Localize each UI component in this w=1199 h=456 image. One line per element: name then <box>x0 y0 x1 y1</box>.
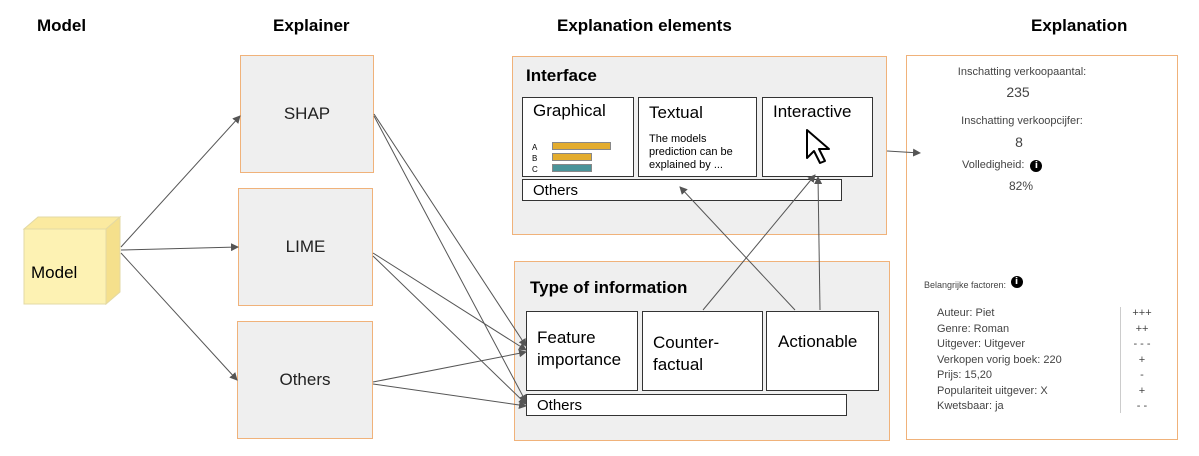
header-explanation: Explanation <box>1031 16 1128 35</box>
graphical-label: Graphical <box>533 101 606 120</box>
arrow-shap-feature <box>373 113 527 347</box>
interactive-label: Interactive <box>773 102 852 121</box>
interface-panel: Interface Graphical A B C Textual The mo… <box>512 56 887 235</box>
factor-value: +++ <box>1132 307 1152 319</box>
type-of-information-title: Type of information <box>530 278 688 297</box>
explainer-shap-label: SHAP <box>283 104 331 123</box>
factor-value: + <box>1138 384 1146 397</box>
factor-name: Verkopen vorig boek: 220 <box>937 353 1062 366</box>
factor-value: - - - <box>1133 338 1151 350</box>
factor-name: Auteur: Piet <box>937 307 995 319</box>
model-label: Model <box>31 263 78 282</box>
explainer-lime: LIME <box>238 188 373 306</box>
arrow-shap-others <box>373 115 527 403</box>
type-others-label: Others <box>537 397 583 414</box>
factor-name: Genre: Roman <box>937 322 1010 335</box>
counterfactual-label: Counter- factual <box>653 332 719 376</box>
cursor-icon <box>806 129 830 164</box>
textual-label: Textual <box>649 103 703 122</box>
textual-box: Textual The models prediction can be exp… <box>638 97 757 177</box>
factor-value: + <box>1138 353 1146 366</box>
bar-label-c: C <box>532 165 538 174</box>
type-of-information-panel: Type of information Feature importance C… <box>514 261 890 441</box>
arrow-model-shap <box>120 115 241 248</box>
arrow-model-lime <box>120 243 239 252</box>
counterfactual-box: Counter- factual <box>642 311 763 391</box>
factor-name: Prijs: 15,20 <box>937 369 993 381</box>
actionable-label: Actionable <box>778 332 858 351</box>
bar-b <box>552 153 592 161</box>
graphical-box: Graphical A B C <box>522 97 634 177</box>
interface-title: Interface <box>526 66 597 85</box>
factor-value: - - <box>1136 400 1148 412</box>
completeness-info-icon[interactable]: i <box>1030 160 1043 172</box>
type-others-box: Others <box>526 394 847 416</box>
feature-importance-label: Feature importance <box>537 327 621 371</box>
factor-name: Populariteit uitgever: X <box>937 384 1048 397</box>
score-estimate-value: 8 <box>1015 134 1023 150</box>
interactive-box: Interactive <box>762 97 873 177</box>
explainer-others: Others <box>237 321 373 439</box>
sales-estimate-value: 235 <box>1006 84 1030 100</box>
bar-chart-icon: A B C <box>532 141 622 174</box>
textual-line-1: The models <box>649 133 707 145</box>
arrow-model-others <box>120 252 238 381</box>
factor-name: Kwetsbaar: ja <box>937 400 1004 412</box>
bar-label-a: A <box>532 143 538 152</box>
factor-name: Uitgever: Uitgever <box>937 338 1026 350</box>
factors-info-icon[interactable]: i <box>1010 276 1023 288</box>
bar-a <box>552 142 611 150</box>
score-estimate-label: Inschatting verkoopcijfer: <box>961 115 1083 127</box>
arrow-others-feature <box>372 349 527 383</box>
header-explainer: Explainer <box>273 16 350 35</box>
completeness-row: Volledigheid: i <box>962 159 1043 172</box>
explainer-shap: SHAP <box>240 55 374 173</box>
factors-header: Belangrijke factoren: i <box>924 276 1023 290</box>
header-explanation-elements: Explanation elements <box>557 16 732 35</box>
arrow-lime-others <box>372 255 527 405</box>
factors-table: Auteur: Piet+++Genre: Roman++Uitgever: U… <box>924 307 1170 417</box>
completeness-value: 82% <box>1008 179 1034 193</box>
bar-c <box>552 164 592 172</box>
textual-example: The models prediction can be explained b… <box>649 133 733 172</box>
bar-label-b: B <box>532 154 538 163</box>
textual-line-2: prediction can be <box>649 146 733 158</box>
factor-value: ++ <box>1135 322 1149 335</box>
sales-estimate-label: Inschatting verkoopaantal: <box>957 66 1087 78</box>
actionable-box: Actionable <box>766 311 879 391</box>
feature-importance-box: Feature importance <box>526 311 638 391</box>
model-cube <box>22 215 122 306</box>
counterfactual-line-2: factual <box>653 355 704 374</box>
interface-others-label: Others <box>533 182 579 199</box>
arrow-others-others <box>372 383 527 409</box>
interface-others-box: Others <box>522 179 842 201</box>
factors-divider <box>1120 307 1121 413</box>
explanation-panel: Inschatting verkoopaantal: 235 Inschatti… <box>906 55 1178 440</box>
header-model: Model <box>37 16 87 35</box>
completeness-label: Volledigheid: <box>962 159 1025 171</box>
feature-importance-line-2: importance <box>537 350 622 369</box>
counterfactual-line-1: Counter- <box>653 333 720 352</box>
explainer-others-label: Others <box>279 370 331 389</box>
explainer-lime-label: LIME <box>285 237 326 256</box>
feature-importance-line-1: Feature <box>537 328 596 347</box>
arrow-lime-feature <box>372 252 527 351</box>
factor-value: - <box>1140 369 1144 381</box>
factors-label: Belangrijke factoren: <box>924 280 1007 290</box>
textual-line-3: explained by ... <box>649 159 723 171</box>
